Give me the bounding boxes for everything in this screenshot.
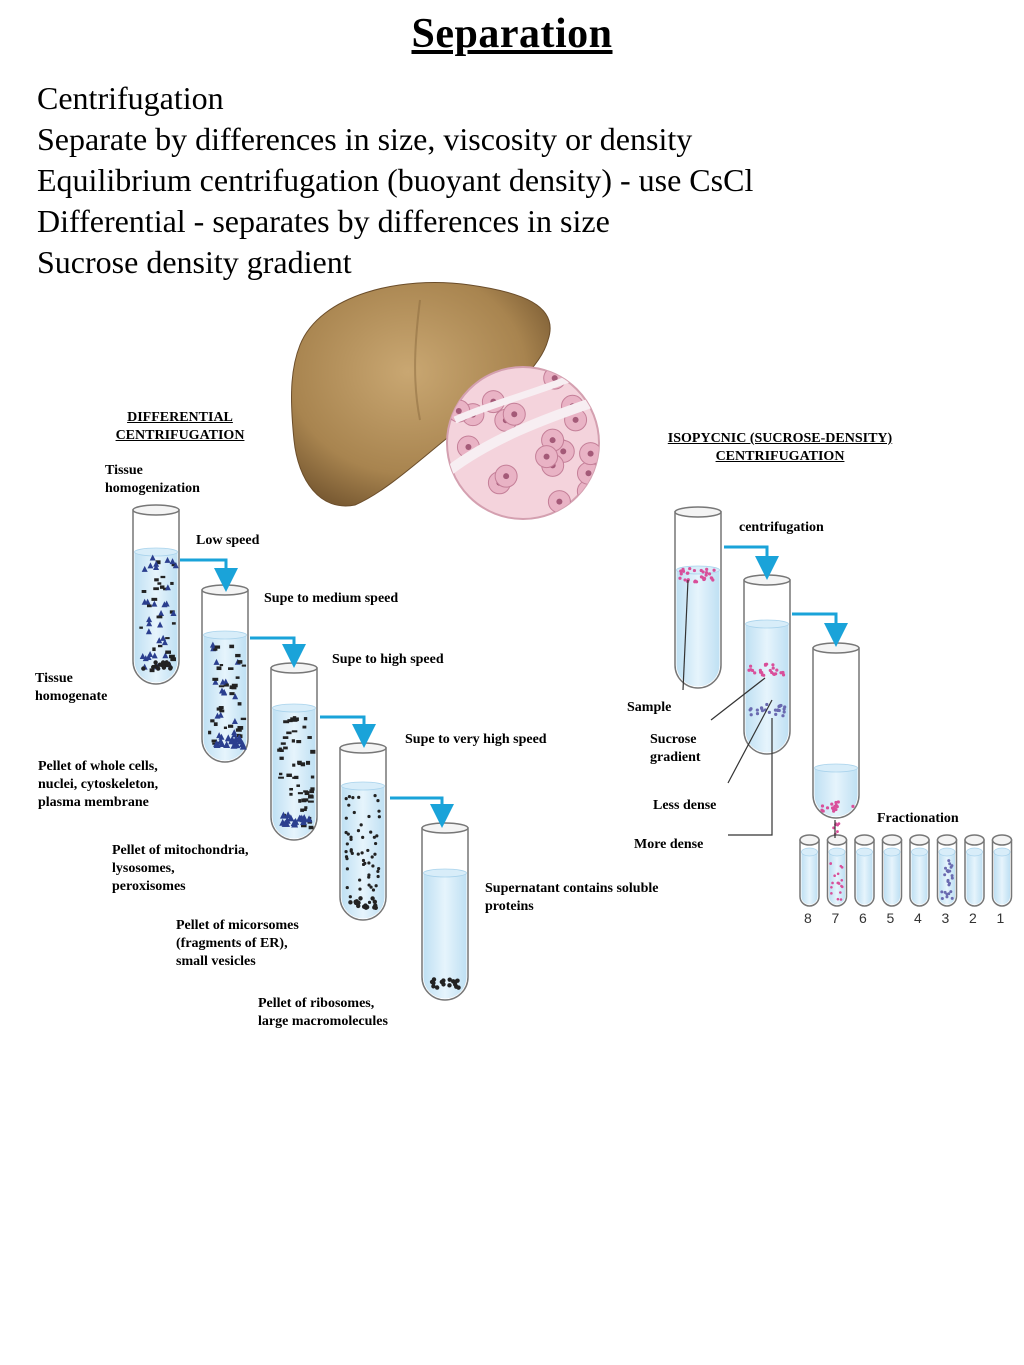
supe-high-label: Supe to high speed (332, 652, 444, 667)
pellet-ribosomes-label: Pellet of ribosomes, large macromolecule… (258, 996, 388, 1029)
tube-homogenate (132, 504, 180, 685)
tube-medium-speed (270, 662, 318, 841)
fractionation-label: Fractionation (877, 811, 959, 826)
fraction-number: 6 (859, 910, 867, 926)
fraction-number: 2 (969, 910, 977, 926)
tube-gradient-spun (743, 574, 791, 755)
more-dense-label: More dense (634, 837, 704, 852)
fraction-tube (881, 834, 903, 907)
bullet-item: Sucrose density gradient (37, 244, 352, 280)
fraction-number: 8 (804, 910, 812, 926)
fraction-number: 4 (914, 910, 922, 926)
centrifugation-label: centrifugation (739, 520, 824, 535)
sample-label: Sample (627, 700, 672, 715)
fraction-tube (936, 834, 958, 907)
bullet-item: Differential - separates by differences … (37, 203, 610, 239)
differential-heading: DIFFERENTIAL CENTRIFUGATION (115, 410, 245, 443)
pellet-microsomes-label: Pellet of micorsomes (fragments of ER), … (176, 918, 299, 969)
tube-fractionation (812, 642, 860, 839)
fraction-tube (826, 834, 848, 907)
fraction-tube (991, 834, 1013, 907)
page-title: Separation (411, 11, 613, 57)
fraction-number: 7 (831, 910, 840, 926)
leader-lines (682, 579, 836, 838)
bullet-item: Separate by differences in size, viscosi… (37, 121, 693, 157)
fraction-tube (909, 834, 930, 907)
less-dense-label: Less dense (653, 798, 717, 813)
sucrose-gradient-label: Sucrose gradient (650, 732, 701, 765)
bullet-list: Centrifugation Separate by differences i… (37, 78, 753, 283)
pellet-mitochondria-label: Pellet of mitochondria, lysosomes, perox… (112, 843, 249, 894)
supernatant-label: Supernatant contains soluble proteins (485, 881, 659, 914)
bullet-item: Equilibrium centrifugation (buoyant dens… (37, 162, 754, 198)
fraction-tubes (799, 834, 1013, 907)
fraction-number: 3 (941, 910, 950, 926)
tissue-homogenization-label: Tissue homogenization (105, 463, 200, 496)
fraction-tube (964, 834, 985, 907)
tube-sample-loaded (674, 506, 722, 689)
bullet-item: Centrifugation (37, 80, 224, 116)
fraction-number: 5 (886, 910, 895, 926)
fraction-number: 1 (996, 910, 1005, 926)
tissue-homogenate-label: Tissue homogenate (35, 671, 108, 704)
isopycnic-tubes (674, 506, 860, 839)
flow-arrows (180, 545, 848, 828)
tube-high-speed (339, 742, 387, 921)
pellet-whole-cells-label: Pellet of whole cells, nuclei, cytoskele… (38, 759, 159, 810)
tube-very-high-speed (421, 822, 469, 1001)
supe-very-high-label: Supe to very high speed (405, 732, 547, 747)
isopycnic-heading: ISOPYCNIC (SUCROSE-DENSITY) CENTRIFUGATI… (667, 431, 893, 464)
tube-low-speed (201, 584, 249, 763)
supe-medium-label: Supe to medium speed (264, 591, 399, 606)
low-speed-label: Low speed (196, 533, 260, 548)
fraction-tube (799, 834, 820, 907)
fraction-tube (854, 834, 875, 907)
differential-tubes (132, 504, 469, 1001)
